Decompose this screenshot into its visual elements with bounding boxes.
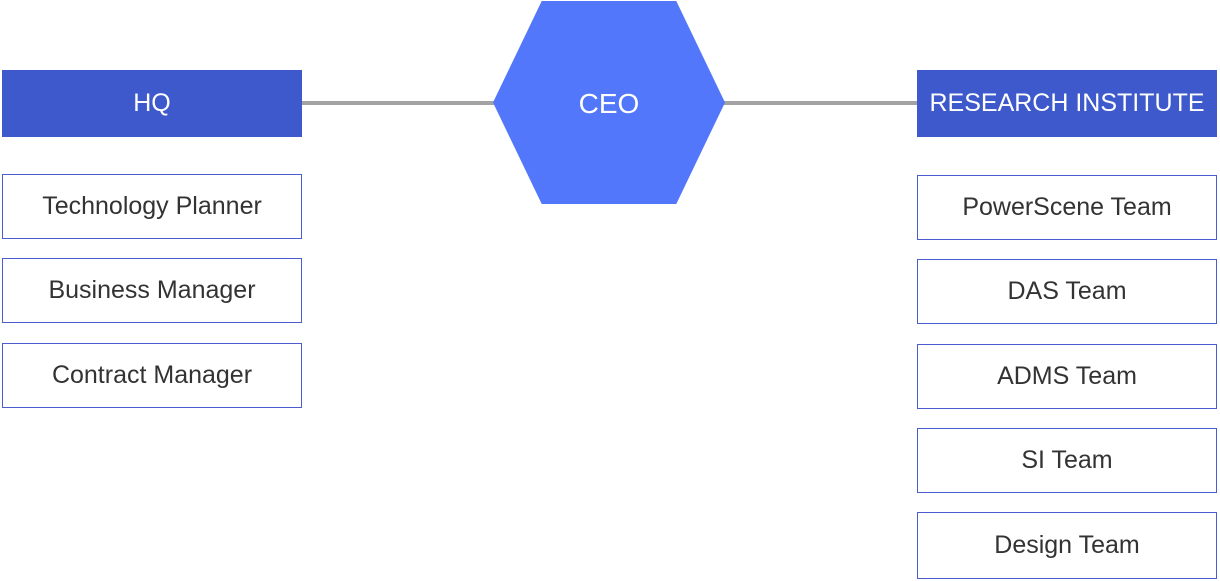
research-item-powerscene-team: PowerScene Team [917,175,1217,240]
research-item-design-team: Design Team [917,512,1217,579]
hq-item-business-manager: Business Manager [2,258,302,323]
ceo-node: CEO [493,1,725,204]
hq-item-technology-planner: Technology Planner [2,174,302,239]
research-item-adms-team: ADMS Team [917,344,1217,409]
hq-item-contract-manager: Contract Manager [2,343,302,408]
ceo-label: CEO [578,87,640,119]
research-item-si-team: SI Team [917,428,1217,493]
hq-header: HQ [2,70,302,137]
research-header: RESEARCH INSTITUTE [917,70,1217,137]
research-connector-line [720,101,920,105]
hq-connector-line [300,101,500,105]
research-item-das-team: DAS Team [917,259,1217,324]
